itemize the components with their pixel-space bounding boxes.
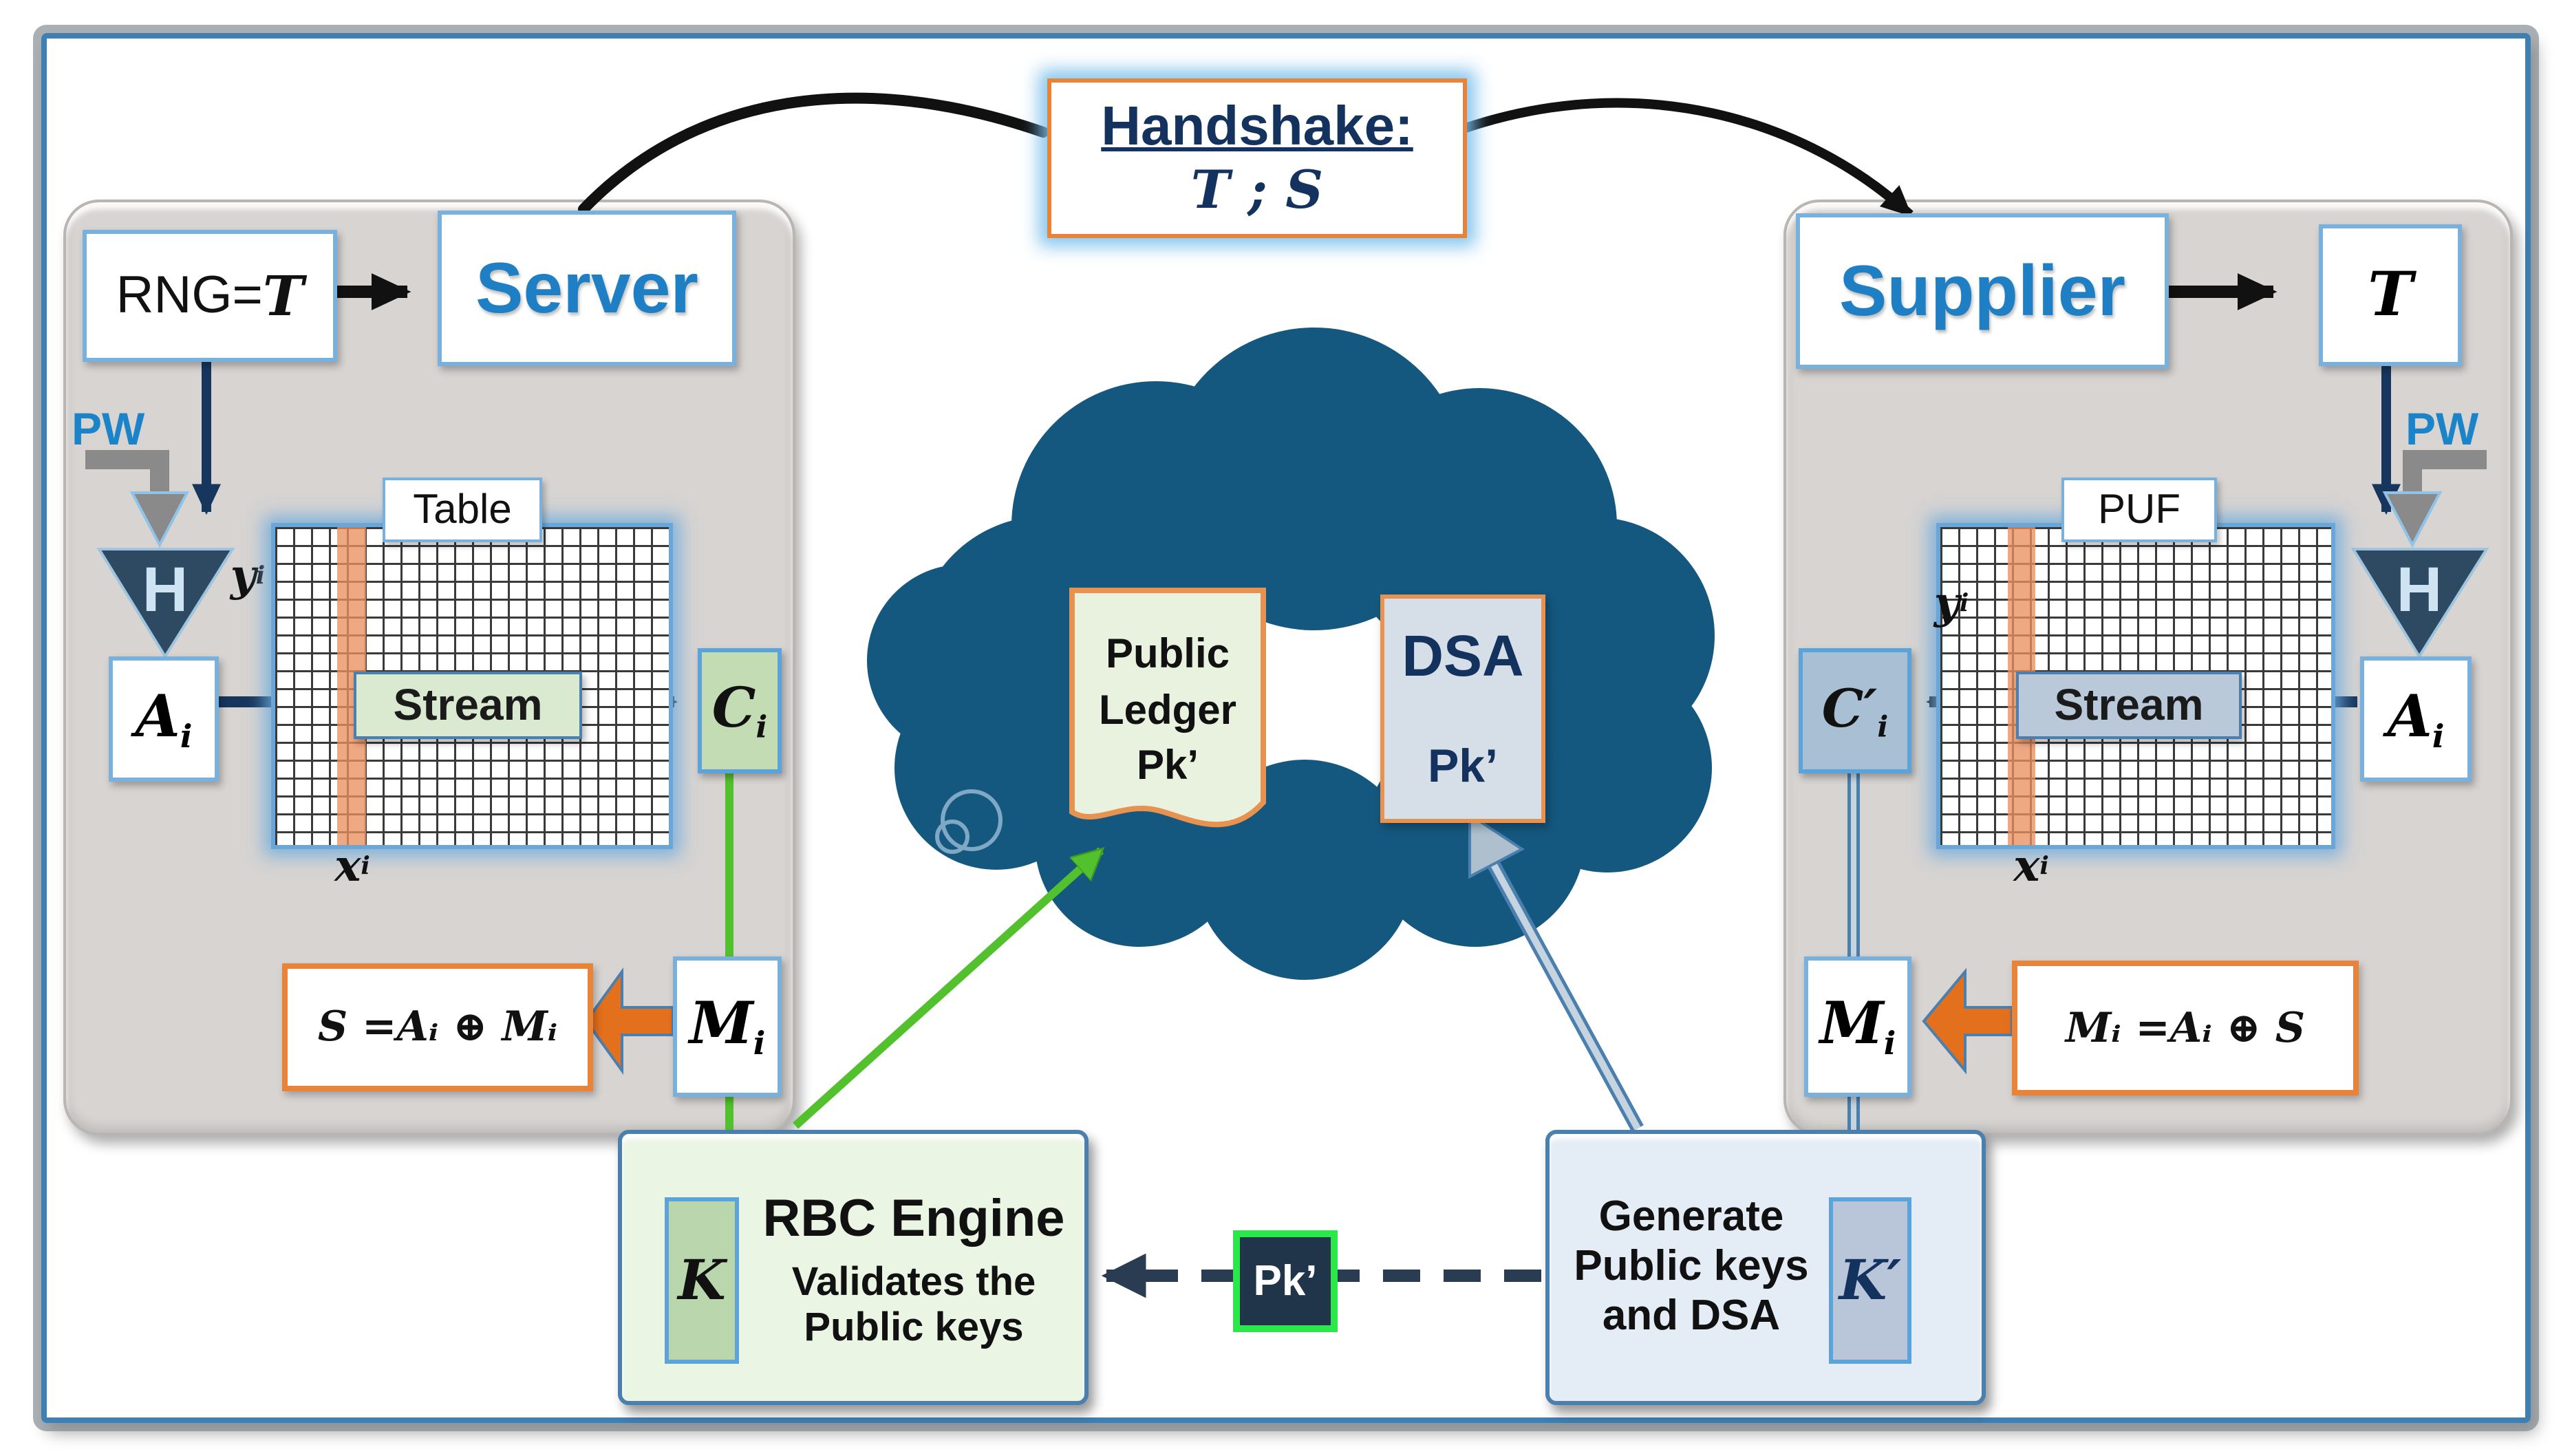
c-box-left: Ci — [698, 648, 782, 773]
a-box-right: Ai — [2360, 656, 2472, 782]
arrow-equation-to-m — [1922, 967, 2013, 1075]
outer-frame — [41, 33, 2531, 1423]
pw-label-left: PW — [72, 403, 145, 454]
stream-box-left: Stream — [354, 672, 582, 739]
handshake-box: Handshake: T ; S — [1047, 78, 1467, 238]
arrow-m-to-s-equation — [584, 967, 674, 1075]
server-to-handshake-curve — [578, 92, 1049, 215]
rng-t-var: T — [262, 264, 304, 328]
dsa-box: DSA Pk’ — [1380, 595, 1545, 823]
arrow-pw-to-hash-right — [2382, 450, 2487, 548]
a-box-left: Ai — [109, 656, 219, 782]
supplier-title: Supplier — [1839, 251, 2126, 331]
puf-label: PUF — [2061, 478, 2217, 542]
stream-box-right: Stream — [2016, 672, 2242, 739]
server-title: Server — [475, 248, 698, 328]
pw-label-right: PW — [2405, 403, 2479, 454]
server-box: Server — [438, 211, 736, 366]
m-box-right: Mi — [1804, 956, 1911, 1097]
k-box: K — [665, 1197, 739, 1364]
public-ledger-doc-icon — [1069, 588, 1266, 828]
rng-label: RNG= — [116, 266, 263, 324]
arrow-generate-to-dsa — [1468, 812, 1644, 1132]
generate-text: Generate Public keys and DSA — [1574, 1192, 1809, 1339]
rbc-engine-text: RBC Engine Validates the Public keys — [762, 1190, 1065, 1349]
cloud-shape — [867, 328, 1715, 980]
c-box-right: C′i — [1799, 648, 1911, 773]
arrow-pw-to-hash-left — [85, 450, 190, 548]
public-ledger-text: Public Ledger Pk’ — [1098, 632, 1237, 789]
handshake-payload: T ; S — [1190, 158, 1324, 220]
pk-chip: Pk’ — [1233, 1230, 1338, 1332]
generate-box — [1545, 1130, 1986, 1405]
hash-letter-left: H — [142, 553, 189, 625]
supplier-box: Supplier — [1796, 213, 2169, 369]
arrow-rbc-to-ledger — [792, 850, 1101, 1129]
k-prime-box: K′ — [1829, 1197, 1911, 1364]
m-box-left: Mi — [673, 956, 782, 1097]
t-var: T — [2368, 260, 2413, 330]
table-label: Table — [383, 478, 542, 542]
t-box: T — [2319, 224, 2462, 366]
m-equation-box: Mᵢ =Aᵢ ⊕ S — [2012, 961, 2359, 1095]
dsa-key: Pk’ — [1427, 740, 1499, 793]
handshake-to-supplier-curve — [1459, 98, 1914, 219]
cloud-doodle-icon — [935, 789, 1003, 854]
rng-box: RNG= T — [83, 230, 337, 362]
hash-letter-right: H — [2396, 553, 2443, 625]
handshake-title: Handshake: — [1101, 96, 1413, 157]
hash-funnel-left-icon — [96, 548, 235, 659]
dsa-title: DSA — [1402, 623, 1524, 689]
s-equation-box: S =Aᵢ ⊕ Mᵢ — [282, 963, 593, 1091]
hash-funnel-right-icon — [2350, 548, 2489, 659]
